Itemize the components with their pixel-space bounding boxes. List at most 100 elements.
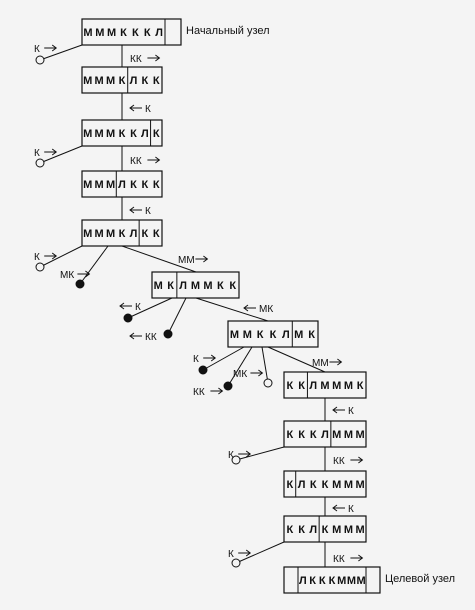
tree-edge — [121, 245, 197, 273]
dead-end-filled-marker — [75, 279, 85, 289]
state-cell: К — [141, 179, 148, 191]
state-cell: К — [119, 228, 126, 240]
branch-edge — [227, 346, 253, 387]
state-node-box — [283, 470, 367, 498]
state-cell: М — [230, 329, 239, 341]
branch-label: К — [34, 44, 40, 55]
state-cell: М — [203, 280, 212, 292]
dead-end-filled-marker — [223, 381, 233, 391]
state-cell: К — [310, 429, 317, 441]
state-node-box — [227, 320, 319, 348]
move-label: К — [145, 104, 151, 115]
state-cell: К — [167, 280, 174, 292]
branch-edge — [39, 245, 83, 268]
state-cell: М — [356, 479, 365, 491]
state-cell: М — [107, 27, 116, 39]
state-cell: К — [144, 27, 151, 39]
state-cell: К — [141, 228, 148, 240]
state-cell: М — [83, 228, 92, 240]
state-cell: М — [320, 380, 329, 392]
branch-edge — [261, 346, 269, 384]
goal-node-label: Целевой узел — [385, 573, 455, 585]
move-label: МК — [259, 304, 273, 315]
move-label: К — [348, 504, 354, 515]
branch-edge — [202, 346, 245, 371]
state-cell: К — [229, 280, 236, 292]
state-cell: М — [294, 329, 303, 341]
state-cell: К — [298, 524, 305, 536]
state-cell: М — [332, 524, 341, 536]
state-cell: М — [95, 27, 104, 39]
state-cell: М — [356, 524, 365, 536]
state-cell: К — [119, 128, 126, 140]
dead-end-open-marker — [231, 455, 241, 465]
state-cell: К — [286, 479, 293, 491]
state-cell: К — [286, 380, 293, 392]
tree-edge — [195, 297, 269, 322]
branch-label: К — [34, 252, 40, 263]
state-cell: М — [332, 479, 341, 491]
state-cell: М — [344, 429, 353, 441]
branch-label: МК — [60, 270, 74, 281]
state-cell: Л — [130, 228, 138, 240]
state-cell: Л — [321, 429, 329, 441]
state-cell: М — [95, 228, 104, 240]
state-cell: М — [106, 228, 115, 240]
dead-end-filled-marker — [123, 313, 133, 323]
state-cell: К — [319, 575, 326, 587]
state-cell: К — [357, 380, 364, 392]
dead-end-open-marker — [231, 558, 241, 568]
state-cell: К — [270, 329, 277, 341]
state-cell: М — [357, 575, 366, 587]
branch-edge — [127, 297, 173, 319]
move-label: КК — [333, 456, 345, 467]
state-node-box — [81, 170, 163, 198]
state-cell: К — [298, 429, 305, 441]
state-cell: К — [286, 429, 293, 441]
state-node-box — [283, 371, 367, 399]
state-cell: К — [130, 179, 137, 191]
branch-edge — [167, 297, 187, 335]
state-cell: М — [347, 575, 356, 587]
state-cell: К — [286, 524, 293, 536]
move-label: КК — [333, 554, 345, 565]
state-cell: Л — [309, 524, 317, 536]
branch-label: К — [228, 549, 234, 560]
dead-end-filled-marker — [198, 365, 208, 375]
state-cell: К — [119, 75, 126, 87]
state-cell: К — [153, 128, 160, 140]
branch-label: МК — [233, 369, 247, 380]
state-cell: К — [308, 329, 315, 341]
state-cell: К — [153, 228, 160, 240]
branch-edge — [79, 245, 109, 285]
state-cell: К — [257, 329, 264, 341]
state-cell: К — [132, 27, 139, 39]
branch-edge — [39, 145, 83, 164]
move-label: КК — [130, 156, 142, 167]
state-node-box — [151, 271, 240, 299]
state-cell: М — [243, 329, 252, 341]
state-cell: К — [310, 479, 317, 491]
state-cell: М — [344, 479, 353, 491]
dead-end-filled-marker — [163, 329, 173, 339]
state-cell: К — [329, 575, 336, 587]
state-cell: К — [298, 380, 305, 392]
dead-end-open-marker — [35, 262, 45, 272]
dead-end-open-marker — [35, 158, 45, 168]
state-cell: Л — [179, 280, 187, 292]
start-node-label: Начальный узел — [186, 25, 270, 37]
tree-edge — [267, 346, 326, 373]
branch-edge — [235, 446, 285, 461]
move-label: КК — [130, 54, 142, 65]
branch-label: К — [135, 302, 141, 313]
move-label: К — [145, 206, 151, 217]
